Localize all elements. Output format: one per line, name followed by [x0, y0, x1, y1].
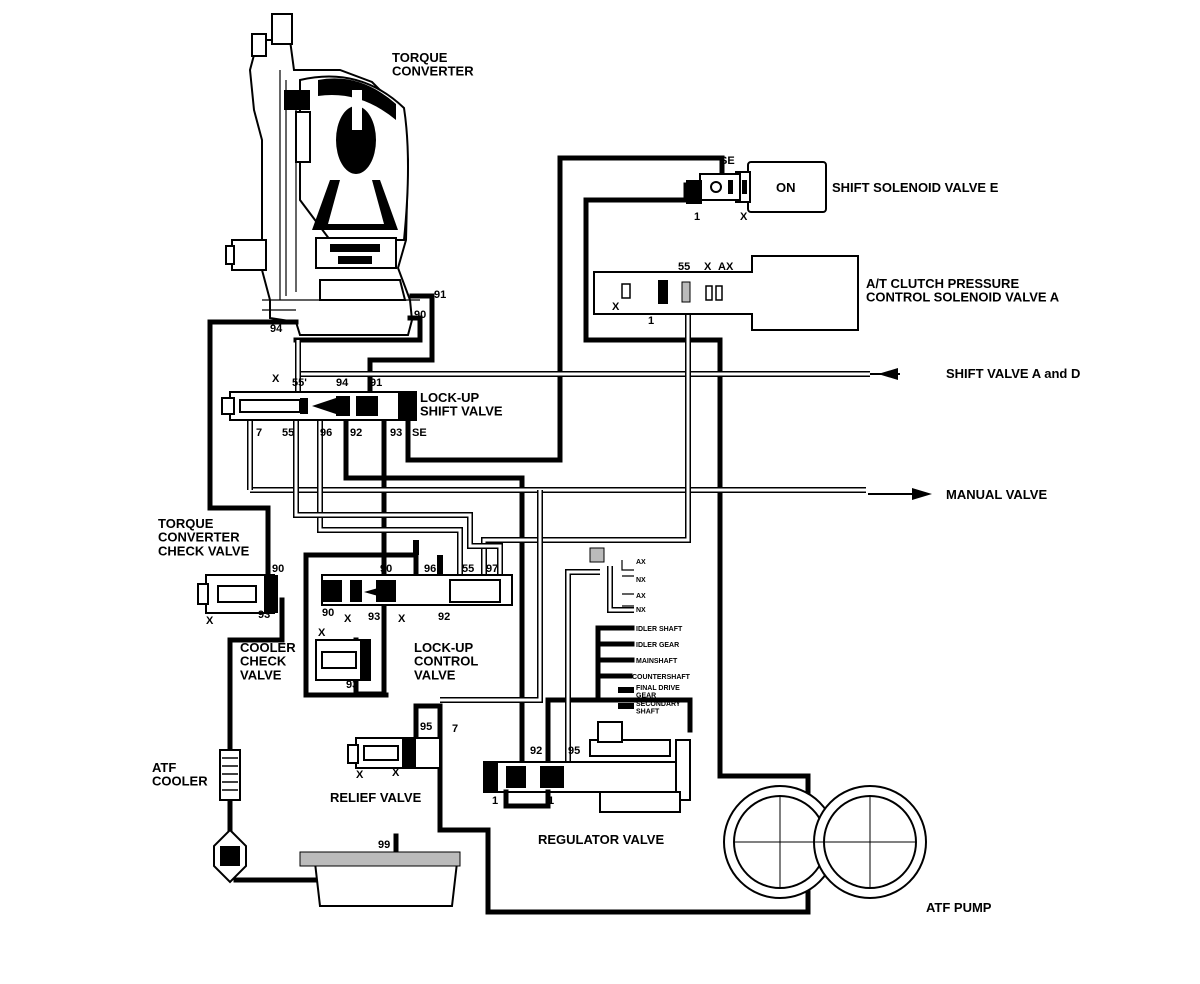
lube-label: NX	[636, 607, 646, 614]
lube-label: IDLER GEAR	[636, 642, 679, 649]
port-label: 1	[648, 315, 654, 327]
port-label: 7	[256, 427, 262, 439]
port-label: 55	[282, 427, 294, 439]
port-label: AX	[718, 261, 734, 273]
lube-label: NX	[636, 577, 646, 584]
port-label: 7	[452, 723, 458, 735]
port-label: 93	[390, 427, 402, 439]
port-label: 1	[548, 795, 554, 807]
flow-arrows	[868, 368, 932, 500]
port-label: X	[392, 767, 400, 779]
port-label: 93	[346, 679, 358, 691]
lube-label: MAINSHAFT	[636, 658, 678, 665]
port-label: 96	[320, 427, 332, 439]
port-label: 92	[438, 611, 450, 623]
port-label: X	[398, 613, 406, 625]
port-label: 90	[322, 607, 334, 619]
relief-valve-label: RELIEF VALVE	[330, 790, 422, 805]
clutch-pressure-solenoid-a-drawing	[593, 255, 859, 331]
port-label: 90	[380, 563, 392, 575]
port-label: 93	[258, 609, 270, 621]
port-label: 55	[678, 261, 690, 273]
cooler-check-valve-drawing	[315, 639, 371, 681]
port-label: 1	[492, 795, 498, 807]
port-label: 90	[272, 563, 284, 575]
lube-label: COUNTERSHAFT	[632, 674, 691, 681]
port-label: 90	[414, 309, 426, 321]
port-label: 95	[568, 745, 580, 757]
shift-solenoid-e-label: SHIFT SOLENOID VALVE E	[832, 180, 999, 195]
lockup-shift-valve-drawing	[221, 391, 417, 421]
manual-valve-label: MANUAL VALVE	[946, 487, 1047, 502]
port-label: 92	[530, 745, 542, 757]
port-label: X	[344, 613, 352, 625]
port-label: X	[612, 301, 620, 313]
tc-check-valve-drawing	[197, 574, 278, 614]
port-label: 55'	[292, 377, 307, 389]
lube-label: IDLER SHAFT	[636, 626, 683, 633]
relief-valve-drawing	[347, 737, 441, 769]
port-label: X	[318, 627, 326, 639]
port-label: 99	[378, 839, 390, 851]
port-label: 97	[486, 563, 498, 575]
port-label: 95	[420, 721, 432, 733]
port-label: 1	[694, 211, 700, 223]
port-label: 94	[270, 323, 283, 335]
lube-label: AX	[636, 559, 646, 566]
port-label: SE	[720, 155, 735, 167]
solenoid-state-label: ON	[776, 180, 796, 195]
port-labels: SE 1 X 55 X AX X 1 91 90 94 X 55' 94 91 …	[206, 155, 748, 851]
port-label: 94	[336, 377, 349, 389]
regulator-valve-drawing	[483, 721, 691, 813]
port-label: 91	[434, 289, 446, 301]
port-label: 55	[462, 563, 474, 575]
port-label: X	[356, 769, 364, 781]
torque-converter-drawing	[225, 13, 420, 336]
regulator-valve-label: REGULATOR VALVE	[538, 832, 664, 847]
port-label: 96	[424, 563, 436, 575]
atf-cooler-drawing	[213, 749, 247, 884]
lockup-control-valve-drawing	[321, 574, 513, 606]
lube-labels: AX NX AX NX IDLER SHAFT IDLER GEAR MAINS…	[632, 559, 691, 715]
port-label: X	[272, 373, 280, 385]
port-label: 93	[368, 611, 380, 623]
atf-pump-drawing	[723, 785, 927, 899]
shift-solenoid-e-drawing	[686, 161, 827, 213]
port-label: 91	[370, 377, 382, 389]
atf-sump-drawing	[299, 851, 461, 907]
port-label: X	[704, 261, 712, 273]
port-label: X	[740, 211, 748, 223]
atf-pump-label: ATF PUMP	[926, 900, 992, 915]
port-label: X	[206, 615, 214, 627]
lube-taps	[589, 547, 634, 607]
low-pressure-lines	[247, 300, 870, 762]
lube-label: AX	[636, 593, 646, 600]
port-label: 92	[350, 427, 362, 439]
shift-valve-a-d-label: SHIFT VALVE A and D	[946, 366, 1080, 381]
port-label: SE	[412, 427, 427, 439]
